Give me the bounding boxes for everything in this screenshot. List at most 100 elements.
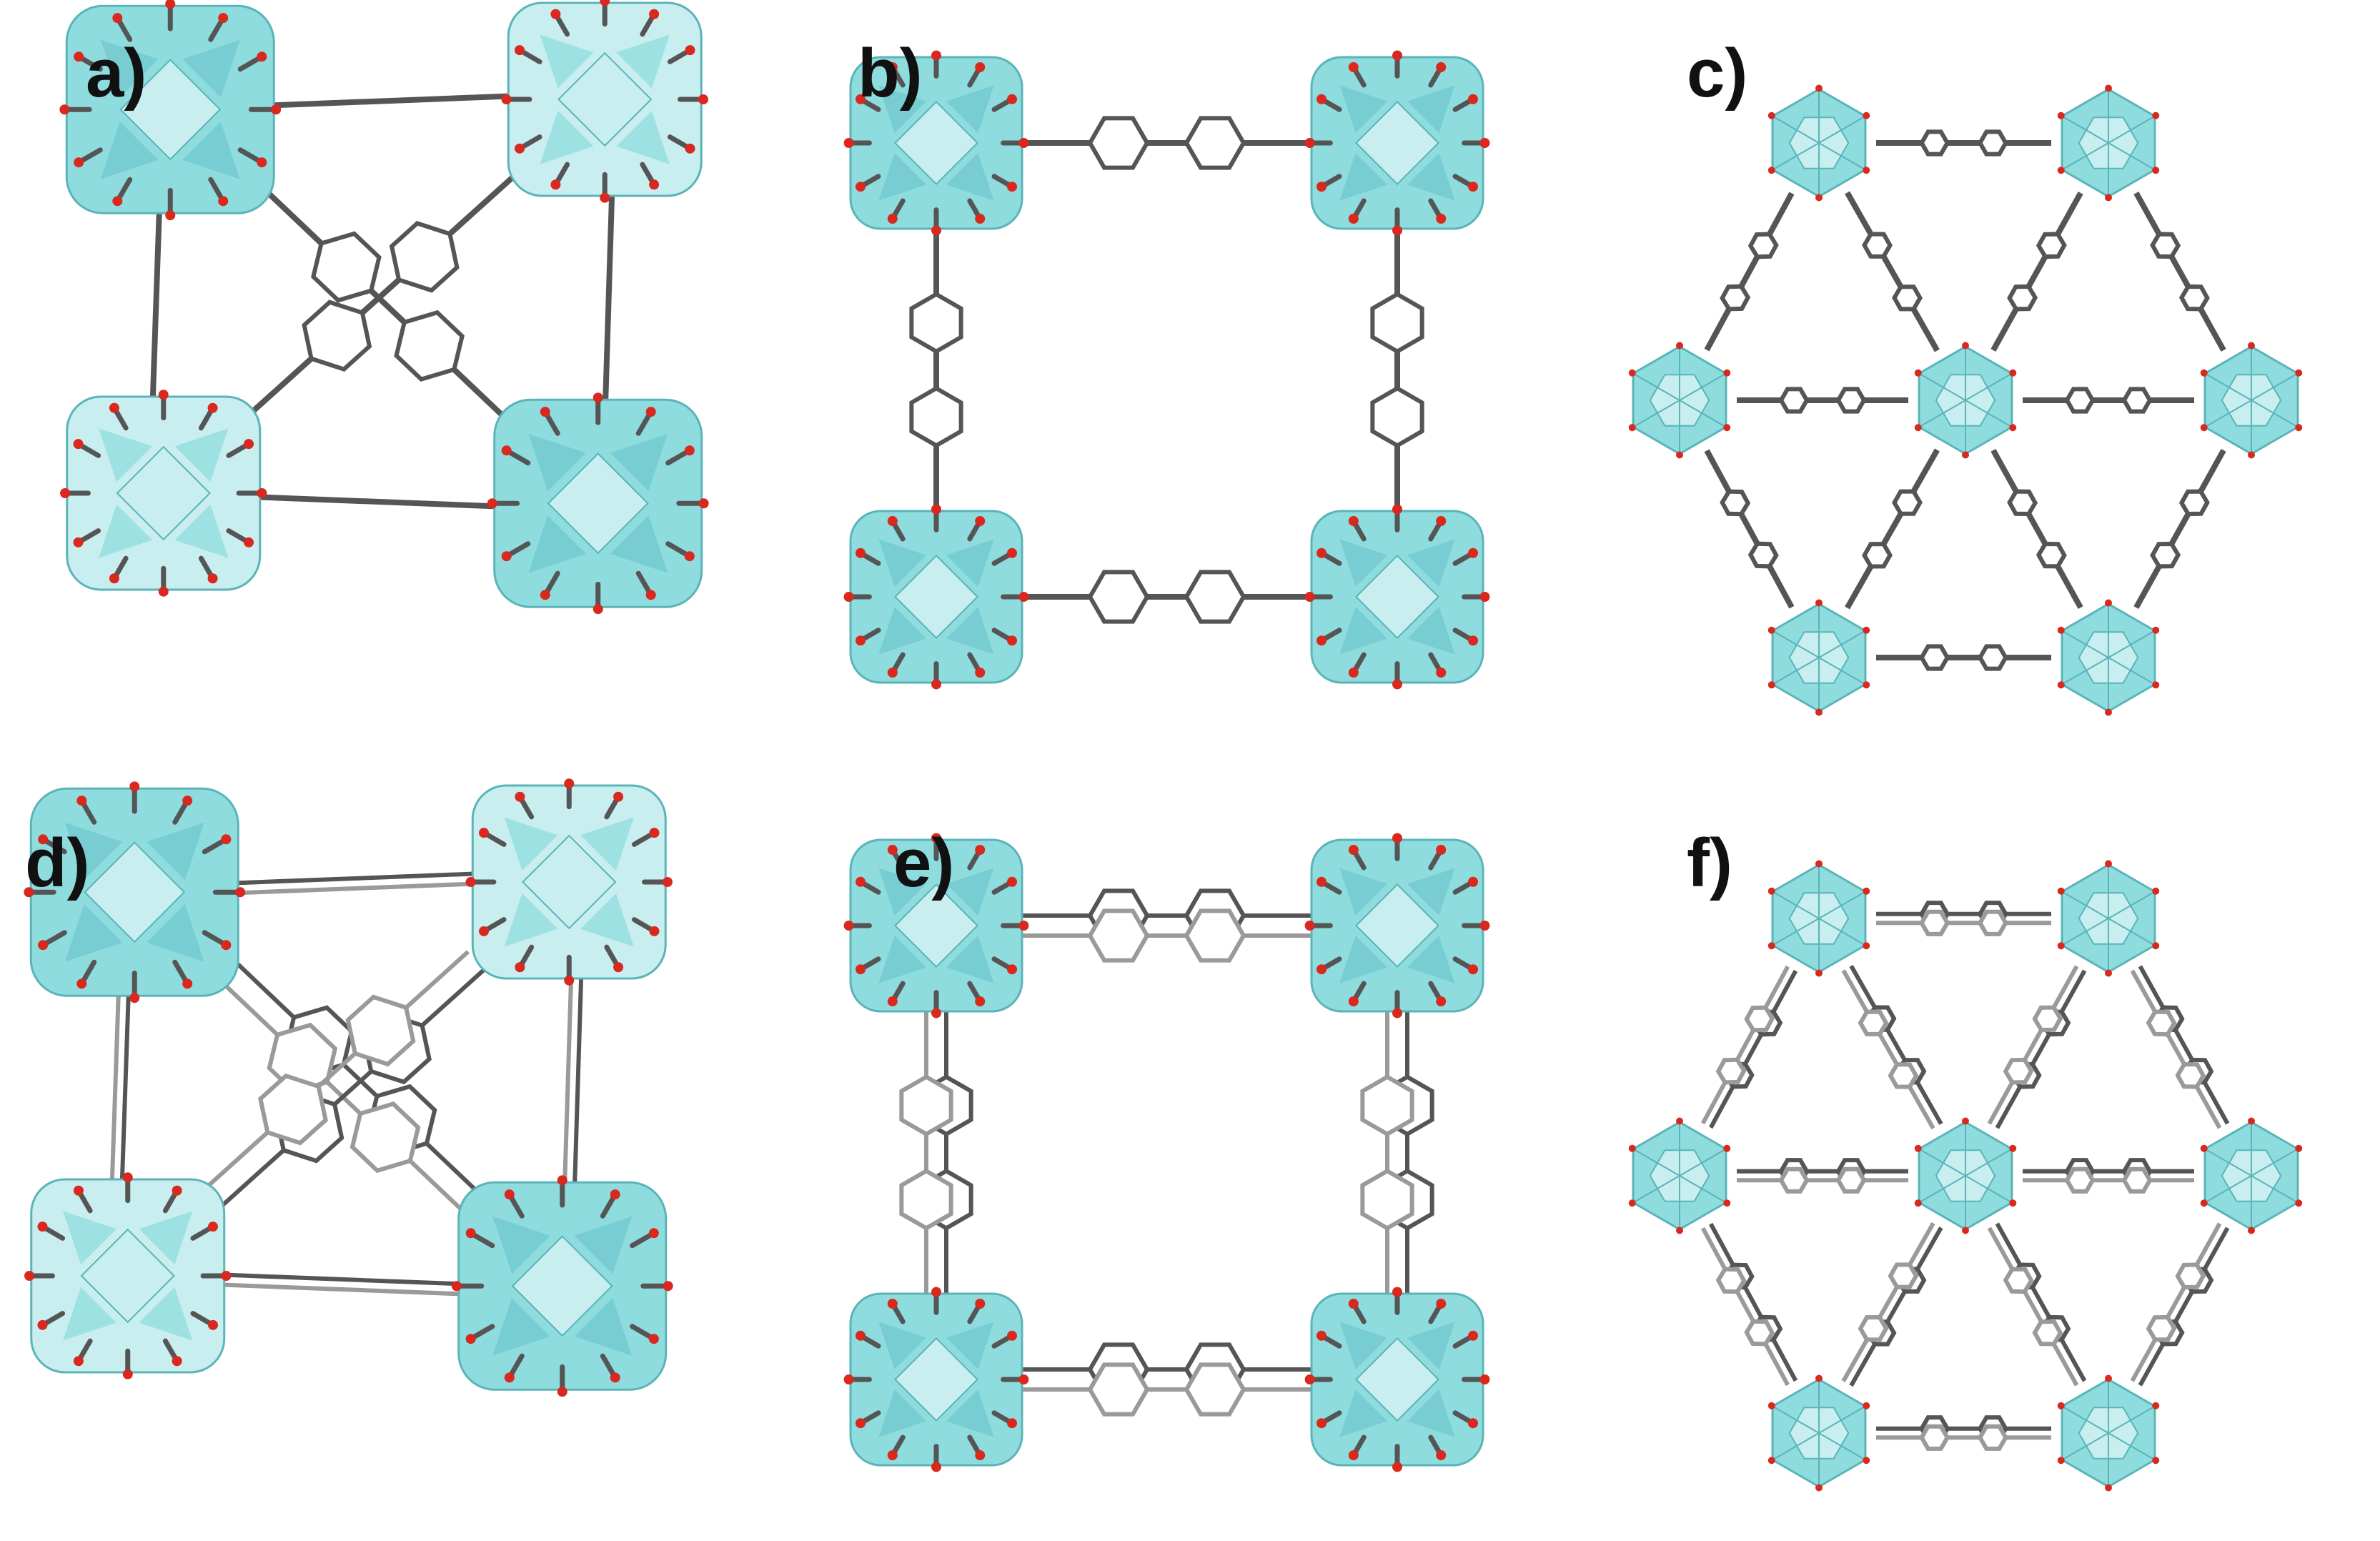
oxygen-atom [2105,1484,2112,1492]
oxygen-atom [514,45,525,56]
oxygen-atom [1392,504,1402,515]
cluster-edge [1818,142,1866,171]
organic-linker [1876,129,2051,157]
oxygen-atom [1767,626,1775,634]
oxygen-atom [610,1189,620,1200]
oxygen-atom [843,921,854,931]
cluster-edge [1772,142,1820,171]
cluster-edge [2204,400,2252,428]
oxygen-atom [515,791,525,802]
cluster-edge [1772,1432,1820,1461]
oxygen-atom [501,94,512,104]
organic-linker [1841,964,1943,1130]
oxygen-atom [1815,84,1823,92]
metal-cluster [1304,833,1490,1019]
metal-cluster [1304,50,1490,236]
oxygen-atom [1348,1298,1359,1309]
metal-cluster [1767,599,1870,716]
oxygen-atom [600,192,610,203]
linker-bond [1704,192,1795,352]
oxygen-atom [1316,547,1327,558]
cluster-facet [574,1216,633,1274]
oxygen-atom [1676,1227,1683,1234]
benzene-ring [1977,909,2008,936]
oxygen-atom [564,975,575,986]
cluster-facet [504,893,558,947]
cluster-edge [2251,400,2299,428]
oxygen-atom [1007,876,1018,887]
linker-bond [213,1282,477,1297]
oxygen-atom [1723,1199,1731,1207]
benzene-ring [1919,1424,1950,1451]
organic-linker [1845,191,1940,352]
oxygen-atom [855,964,866,975]
oxygen-atom [1018,138,1029,148]
oxygen-atom [208,1319,219,1330]
panel-b-square [843,50,1490,690]
oxygen-atom [684,551,695,562]
benzene-ring [2007,489,2038,517]
benzene-ring [1747,232,1779,259]
oxygen-atom [557,1175,567,1186]
oxygen-atom [257,488,267,498]
benzene-ring [1892,284,1923,312]
benzene-ring [2146,1009,2177,1037]
organic-linker [562,974,584,1194]
oxygen-atom [2057,626,2065,634]
linker-bond [1845,191,1940,352]
metal-cluster [1914,342,2017,459]
benzene-ring [1715,1057,1747,1085]
cluster-edge [2061,891,2109,919]
oxygen-atom [1767,681,1775,689]
oxygen-atom [1962,342,1969,350]
oxygen-atom [112,13,123,24]
cluster-edge [2108,115,2156,144]
oxygen-atom [37,1222,48,1232]
cluster-edge [1818,1432,1866,1461]
metal-cluster [59,0,282,221]
oxygen-atom [931,225,941,236]
linker-bond [2138,965,2230,1125]
metal-cluster [1304,1287,1490,1472]
metal-cluster [1914,1117,2017,1234]
oxygen-atom [158,586,169,597]
organic-linker [247,176,514,417]
oxygen-atom [218,13,229,24]
linker-bond [2130,969,2222,1129]
oxygen-atom [2248,342,2255,350]
benzene-ring [2032,1005,2063,1033]
organic-linker [1990,191,2083,352]
metal-cluster [843,504,1029,690]
oxygen-atom [1316,876,1327,887]
cluster-core [84,841,186,943]
cluster-edge [1918,372,1966,401]
oxygen-atom [1468,964,1479,975]
oxygen-atom [1316,94,1327,104]
oxygen-atom [887,515,898,526]
cluster-core [80,1228,175,1324]
oxygen-atom [244,537,254,547]
oxygen-atom [1676,1117,1683,1125]
cluster-edge [1772,630,1820,658]
oxygen-atom [244,439,254,450]
cluster-facet [878,152,927,201]
benzene-ring [1977,644,2008,671]
oxygen-atom [221,1271,232,1281]
benzene-ring [1835,387,1867,414]
benzene-ring [258,1073,328,1146]
organic-linker [1360,1011,1434,1294]
benzene-ring [1888,1262,1919,1289]
cluster-edge [2108,918,2156,946]
oxygen-atom [73,439,84,450]
oxygen-atom [504,1372,515,1383]
oxygen-atom [1348,214,1359,224]
oxygen-atom [165,0,176,9]
oxygen-atom [613,962,624,973]
oxygen-atom [1914,1199,1922,1207]
oxygen-atom [2105,84,2112,92]
oxygen-atom [1723,424,1731,432]
oxygen-atom [1348,515,1359,526]
oxygen-atom [649,179,660,190]
organic-linker [256,93,520,109]
